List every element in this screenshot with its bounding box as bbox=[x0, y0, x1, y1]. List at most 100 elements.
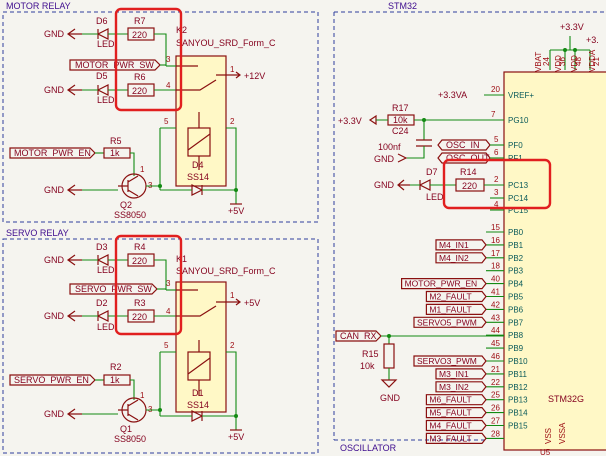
pin-name: PB10 bbox=[508, 357, 528, 366]
pin-number: 25 bbox=[491, 391, 500, 400]
can-rx-label: CAN_RX bbox=[340, 331, 377, 341]
r17-value: 10k bbox=[393, 115, 408, 125]
net-label-text: SERVO3_PWM bbox=[417, 356, 477, 366]
gnd-r15-label: GND bbox=[380, 393, 401, 403]
highlight-pc13-pc14 bbox=[442, 158, 552, 210]
pin-number: 40 bbox=[491, 275, 500, 284]
svg-text:36: 36 bbox=[558, 57, 567, 66]
resistor-r15 bbox=[383, 343, 395, 369]
d4-part: SS14 bbox=[187, 172, 209, 182]
pin-number: 26 bbox=[491, 404, 500, 413]
svg-text:6: 6 bbox=[494, 148, 499, 157]
stm32-circuit: +3.3V +3. VBAT VDD VDD VDDA 24 36 48 21 … bbox=[335, 22, 606, 456]
net-label bbox=[425, 394, 487, 406]
svg-text:3: 3 bbox=[166, 279, 171, 288]
pin-name: PB8 bbox=[508, 331, 524, 340]
plus33va-label: +3.3VA bbox=[438, 90, 467, 100]
servo-relay-title: SERVO RELAY bbox=[6, 228, 69, 238]
net-label-osc-out bbox=[437, 152, 491, 164]
pin-name: PB3 bbox=[508, 267, 524, 276]
svg-text:21: 21 bbox=[592, 57, 601, 66]
net-label-text: M1_FAULT bbox=[429, 304, 471, 314]
pin-number: 15 bbox=[491, 223, 500, 232]
d2-ref: D2 bbox=[96, 298, 108, 308]
net-label-text: M4_FAULT bbox=[429, 421, 471, 431]
net-label bbox=[425, 432, 487, 444]
svg-text:VDD: VDD bbox=[554, 55, 563, 72]
d4-ref: D4 bbox=[192, 160, 204, 170]
net-label bbox=[413, 316, 487, 328]
svg-text:1: 1 bbox=[140, 165, 145, 174]
r2-value: 1k bbox=[110, 375, 120, 385]
pin-number: 41 bbox=[491, 288, 500, 297]
net-label-text: M4_IN1 bbox=[439, 240, 469, 250]
d1-ref: D1 bbox=[192, 388, 204, 398]
d7-led-label: LED bbox=[426, 192, 444, 202]
d5-ref: D5 bbox=[96, 71, 108, 81]
pin-name: PB0 bbox=[508, 228, 524, 237]
pin-name: PB5 bbox=[508, 293, 524, 302]
d6-ref: D6 bbox=[96, 16, 108, 26]
c24-value: 100nf bbox=[378, 142, 401, 152]
pin-number: 28 bbox=[491, 429, 500, 438]
pin-number: 22 bbox=[491, 378, 500, 387]
k2-part: SANYOU_SRD_Form_C bbox=[176, 38, 276, 48]
highlight-motor-resistors bbox=[114, 7, 183, 112]
q2-ref: Q2 bbox=[120, 200, 132, 210]
svg-text:2: 2 bbox=[230, 117, 235, 126]
net-label bbox=[435, 252, 487, 264]
stm32-title: STM32 bbox=[388, 1, 417, 11]
r14-value: 220 bbox=[462, 181, 477, 191]
gnd-label: GND bbox=[44, 85, 65, 95]
motor-pwr-en-label: MOTOR_PWR_EN bbox=[14, 148, 91, 158]
net-label-motor-pwr-en bbox=[9, 147, 96, 159]
pin-number: 17 bbox=[491, 249, 500, 258]
svg-text:20: 20 bbox=[491, 85, 500, 94]
net-label bbox=[425, 407, 487, 419]
servo-relay-frame bbox=[2, 238, 319, 454]
plus33-left-label: +3.3V bbox=[338, 116, 362, 126]
pin-number: 42 bbox=[491, 300, 500, 309]
net-label bbox=[413, 355, 487, 367]
svg-text:5: 5 bbox=[494, 135, 499, 144]
servo-relay-circuit: GND D3 LED R4 220 SERVO_PWR_SW GND D2 LE… bbox=[9, 242, 276, 444]
q2-part: SS8050 bbox=[114, 210, 146, 220]
net-label-servo-pwr-en bbox=[9, 374, 96, 386]
stm32-part: STM32G bbox=[548, 394, 584, 404]
pin-number: 45 bbox=[491, 339, 500, 348]
net-label-text: SERVO5_PWM bbox=[417, 317, 477, 327]
osc-in-label: OSC_IN bbox=[446, 140, 480, 150]
servo-pwr-sw-label: SERVO_PWR_SW bbox=[75, 284, 152, 294]
r14-ref: R14 bbox=[460, 167, 477, 177]
net-label bbox=[435, 381, 487, 393]
r2-ref: R2 bbox=[110, 362, 122, 372]
svg-text:2: 2 bbox=[494, 175, 499, 184]
pin-number: 27 bbox=[491, 417, 500, 426]
net-label-servo-pwr-sw bbox=[69, 283, 158, 295]
d7-ref: D7 bbox=[426, 167, 438, 177]
d1-part: SS14 bbox=[187, 400, 209, 410]
net-label-text: M4_IN2 bbox=[439, 253, 469, 263]
pin-name: PB6 bbox=[508, 305, 524, 314]
gnd-label: GND bbox=[44, 185, 65, 195]
q1-part: SS8050 bbox=[114, 434, 146, 444]
pin-name: PB15 bbox=[508, 422, 528, 431]
net-label bbox=[425, 303, 487, 315]
motor-relay-frame bbox=[2, 11, 319, 223]
pin-number: 21 bbox=[491, 365, 500, 374]
gnd-symbol bbox=[66, 84, 82, 96]
net-label-text: M3_IN2 bbox=[439, 382, 469, 392]
oscillator-title: OSCILLATOR bbox=[340, 443, 397, 453]
net-label-text: MOTOR_PWR_EN bbox=[405, 279, 478, 289]
gnd-c24-label: GND bbox=[374, 154, 395, 164]
plus12-label: +12V bbox=[244, 71, 265, 81]
r5-value: 1k bbox=[110, 148, 120, 158]
c24-ref: C24 bbox=[392, 126, 409, 136]
highlight-servo-resistors bbox=[114, 234, 183, 336]
q1-ref: Q1 bbox=[120, 424, 132, 434]
r5-ref: R5 bbox=[110, 136, 122, 146]
net-label-text: M6_FAULT bbox=[429, 395, 471, 405]
svg-text:VDD: VDD bbox=[570, 55, 579, 72]
gnd-label: GND bbox=[44, 29, 65, 39]
